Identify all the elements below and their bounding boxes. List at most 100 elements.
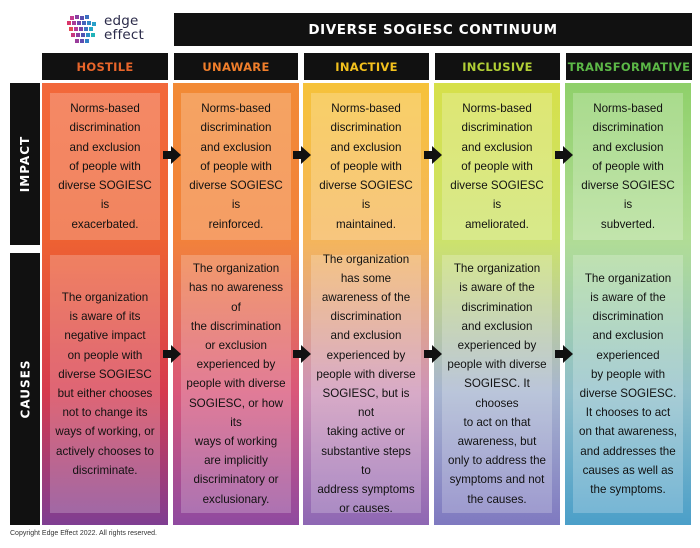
row-label-impact: IMPACT (18, 135, 33, 193)
text-line: diverse SOGIESC is (450, 179, 544, 212)
text-line: the discrimination (190, 319, 282, 333)
text-line: are implicitly (204, 454, 268, 468)
text-line: causes as well as (582, 463, 674, 477)
text-line: symptoms and not (449, 473, 545, 487)
text-line: subverted. (600, 217, 656, 231)
text-line: and exclusion (592, 140, 664, 154)
text-line: SOGIESC. It chooses (464, 377, 530, 410)
text-line: of people with (592, 159, 664, 173)
row-label-causes: CAUSES (18, 359, 33, 419)
text-line: the symptoms. (590, 483, 666, 497)
text-line: diverse SOGIESC. (579, 387, 677, 400)
text-line: actively chooses to (56, 444, 154, 458)
arrow-right-icon (424, 345, 442, 363)
text-line: exacerbated. (71, 217, 139, 231)
text-line: and exclusion (461, 140, 533, 154)
text-line: the causes. (467, 492, 527, 506)
text-line: of people with (69, 159, 141, 173)
text-line: diverse SOGIESC is (189, 179, 283, 212)
text-line: and exclusion (330, 329, 402, 343)
text-line: discrimination (461, 121, 533, 135)
text-line: substantive steps to (321, 444, 411, 477)
text-line: experienced by (326, 348, 406, 362)
text-line: of people with (461, 159, 533, 173)
row-header-impact: IMPACT (10, 83, 40, 245)
text-line: ways of working (194, 435, 278, 448)
text-line: address symptoms (317, 483, 415, 497)
text-line: experienced by (457, 338, 537, 352)
text-line: has some (340, 271, 392, 285)
edge-effect-logo: edge effect (66, 14, 176, 46)
text-line: and exclusion (69, 140, 141, 154)
text-line: diverse SOGIESC is (58, 179, 152, 212)
text-line: Norms-based (593, 102, 663, 116)
text-line: not to change its (62, 406, 148, 420)
text-line: awareness of the (321, 290, 411, 304)
impact-cell-transformative: Norms-based discrimination and exclusion of… (573, 93, 683, 240)
text-line: reinforced. (208, 217, 264, 231)
text-line: discrimination (330, 310, 402, 324)
text-line: discrimination (200, 121, 272, 135)
text-line: or exclusion (205, 338, 267, 352)
text-line: by people with (590, 367, 666, 381)
text-line: The organization (322, 252, 410, 266)
arrow-right-icon (163, 146, 181, 164)
text-line: on that awareness, (579, 425, 677, 439)
text-line: discriminate. (72, 463, 138, 477)
text-line: is aware of the (459, 281, 535, 295)
arrow-right-icon (163, 345, 181, 363)
text-line: and exclusion (461, 319, 533, 333)
text-line: SOGIESC, or how its (188, 396, 284, 429)
text-line: Norms-based (201, 102, 271, 116)
row-header-causes: CAUSES (10, 253, 40, 525)
text-line: is aware of the (590, 290, 666, 304)
text-line: people with diverse (316, 367, 416, 381)
logo-line-1: edge (104, 13, 139, 29)
text-line: awareness, but (457, 435, 537, 448)
text-line: experienced by (196, 358, 276, 372)
text-line: of people with (330, 159, 402, 173)
text-line: and addresses the (580, 444, 676, 458)
text-line: The organization (61, 290, 149, 304)
text-line: discrimination (592, 310, 664, 324)
causes-cell-transformative: The organization is aware of the discrimin… (573, 255, 683, 513)
text-line: negative impact (64, 329, 146, 343)
arrow-right-icon (293, 146, 311, 164)
text-line: discrimination (592, 121, 664, 135)
text-line: The organization (453, 262, 541, 276)
text-line: and exclusion (200, 140, 272, 154)
text-line: only to address the (448, 454, 546, 468)
header-transformative: TRANSFORMATIVE (566, 53, 692, 80)
text-line: SOGIESC, but is not (322, 387, 410, 420)
continuum-title: DIVERSE SOGIESC CONTINUUM (174, 13, 692, 46)
text-line: ways of working, or (55, 425, 155, 439)
text-line: The organization (584, 271, 672, 285)
header-hostile: HOSTILE (42, 53, 168, 80)
text-line: It chooses to act (585, 406, 671, 420)
causes-text-hostile: The organization is aware of its negative … (55, 288, 154, 480)
text-line: is aware of its (69, 310, 141, 324)
text-line: Norms-based (331, 102, 401, 116)
text-line: but either chooses (57, 387, 153, 400)
text-line: diverse SOGIESC is (319, 179, 413, 212)
arrow-right-icon (555, 345, 573, 363)
text-line: discrimination (330, 121, 402, 135)
header-unaware: UNAWARE (174, 53, 298, 80)
causes-cell-hostile: The organization is aware of its negative … (50, 255, 160, 513)
arrow-right-icon (555, 146, 573, 164)
arrow-right-icon (293, 345, 311, 363)
text-line: diverse SOGIESC (58, 367, 152, 381)
text-line: taking active or (327, 425, 405, 439)
